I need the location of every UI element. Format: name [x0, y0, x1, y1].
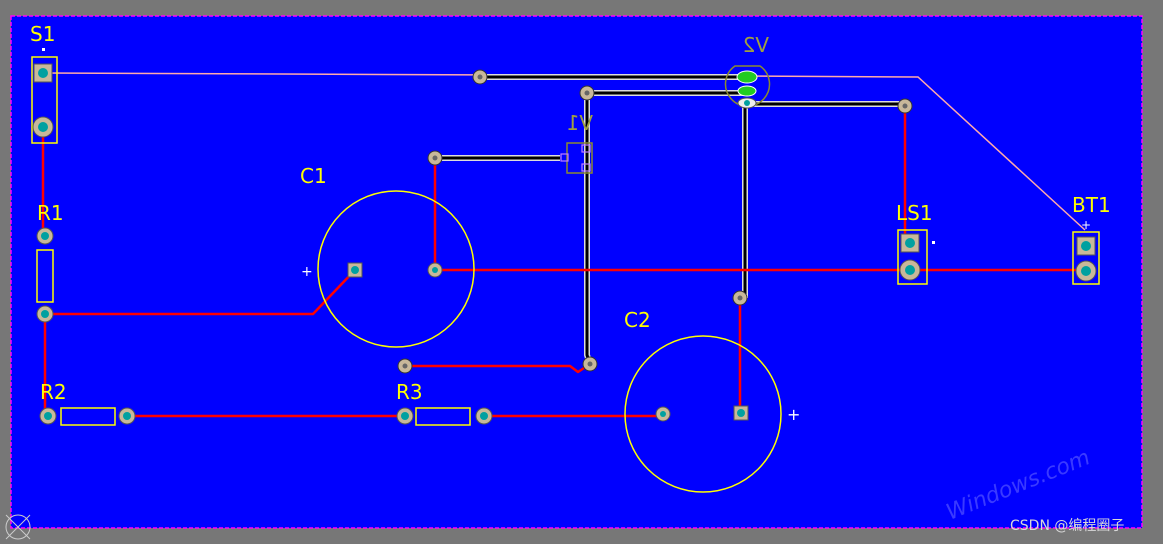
pin1-marker [42, 48, 935, 244]
ls1-label: LS1 [896, 201, 933, 225]
r2-label: R2 [40, 380, 67, 404]
board-outline [10, 15, 1143, 529]
origin-marker [5, 514, 31, 540]
r1-body [36, 249, 54, 303]
c1-outline [317, 190, 475, 348]
ls1-outline [897, 229, 928, 285]
keepout-line [42, 72, 1086, 231]
v1-outline [560, 142, 593, 174]
mirrored-designators: V2 V1 [567, 33, 769, 135]
pads [32, 48, 1097, 425]
c2-plus-mark: + [787, 405, 800, 424]
bt1-plus-mark: + [1081, 218, 1091, 232]
s1-label: S1 [30, 22, 55, 46]
v2-pins [736, 70, 758, 109]
silkscreen-outlines [31, 56, 1100, 493]
r1-label: R1 [37, 201, 64, 225]
c2-label: C2 [624, 308, 651, 332]
v2-label: V2 [743, 33, 769, 57]
s1-outline [31, 56, 58, 144]
r3-body [415, 407, 471, 426]
v1-label: V1 [567, 111, 593, 135]
vias [397, 69, 913, 374]
csdn-watermark: CSDN @编程圈子 [1010, 518, 1124, 534]
square-pad-holes [38, 68, 1091, 417]
bottom-layer-traces [435, 74, 905, 365]
polarity-marks: + + + [301, 218, 1091, 424]
bt1-outline [1072, 231, 1100, 285]
c1-label: C1 [300, 164, 327, 188]
r3-label: R3 [396, 380, 423, 404]
round-pad-holes [38, 122, 1091, 420]
c1-plus-mark: + [301, 264, 313, 280]
bt1-label: BT1 [1072, 193, 1111, 217]
r2-body [60, 407, 116, 426]
designators: S1 R1 R2 R3 C1 C2 LS1 BT1 [30, 22, 1111, 404]
c2-outline [624, 335, 782, 493]
